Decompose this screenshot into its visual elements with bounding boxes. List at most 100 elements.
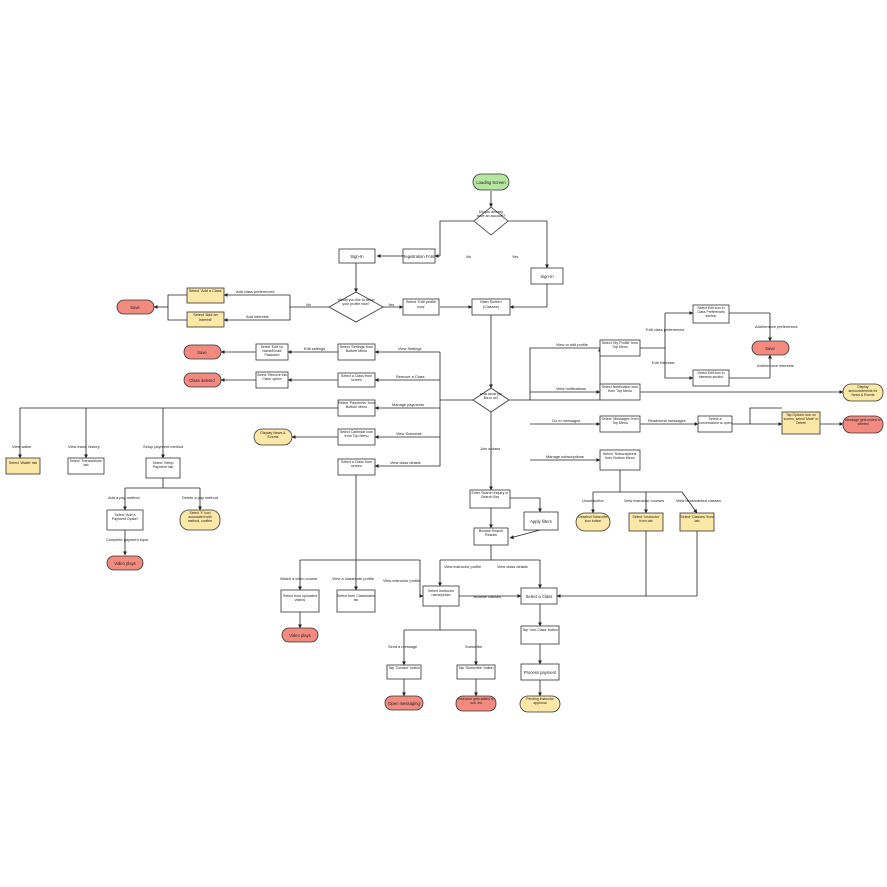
node-messages: Select 'Messages' from Top Menu: [599, 415, 641, 433]
svg-text:Save: Save: [765, 346, 775, 351]
edge-label-no2: No: [306, 302, 311, 307]
node-edit-name: Select 'Edit' for Name/Email/ Password: [255, 343, 289, 361]
svg-text:Registration Form: Registration Form: [402, 254, 436, 259]
node-wallet: Select 'Wallet' tab: [5, 457, 41, 475]
node-contact-button: Tap 'Contact' button: [386, 664, 422, 680]
edge-label-view-edit-profile: View or edit profile: [556, 342, 588, 347]
edge-label-unsubscribe: Unsubscribe: [582, 498, 604, 503]
node-select-x: Select 'X' icon associated with method, …: [179, 509, 221, 531]
node-select-uploaded: Select from uploaded videos: [280, 589, 320, 613]
decision-have-account: Do you already have an account?: [473, 206, 509, 236]
decision-setup-profile: Would you like to setup your profile now…: [328, 291, 384, 323]
svg-text:Video plays: Video plays: [114, 561, 136, 566]
node-display-announcements: Display announcements for News & Events: [842, 383, 884, 402]
svg-text:Loading Screen: Loading Screen: [476, 180, 506, 185]
svg-text:Sign-In: Sign-In: [540, 274, 554, 279]
node-subscriptions: Select 'Subscriptions' from Bottom Menu: [599, 449, 641, 471]
svg-text:Process payment: Process payment: [524, 670, 557, 675]
node-registration-form: Registration Form: [402, 248, 436, 264]
decision-what-to-do: What would you like to do?: [472, 387, 510, 413]
node-select-conversation: Select a conversation to open: [697, 415, 733, 433]
edge-label-add-interests: Add interests: [246, 314, 269, 319]
connector-lines: [18, 191, 844, 697]
node-save-1: Save: [116, 299, 155, 315]
node-top-options: Tap Options icon on screen, select 'Mute…: [781, 411, 821, 435]
edge-label-yes2: Yes: [388, 302, 394, 307]
svg-text:Save: Save: [197, 350, 207, 355]
edge-label-delete-pay-method: Delete a pay method: [182, 495, 218, 500]
svg-text:Class deleted: Class deleted: [189, 378, 215, 383]
node-add-class: Select 'Add a Class': [186, 287, 225, 304]
edge-label-read-send: Read/send messages: [648, 418, 686, 423]
node-process-payment: Process payment: [520, 663, 560, 681]
node-sign-in-right: Sign-In: [530, 267, 564, 285]
edge-labels: No Yes Yes No Add class preferences Add …: [12, 254, 798, 649]
node-classmates-list: Select from Classmates list: [336, 589, 376, 613]
node-join-button: Tap 'Join Class' button: [520, 625, 560, 645]
flow-nodes: Loading Screen Do you already have an ac…: [5, 173, 884, 713]
edge-label-watch-course: Watch a video course: [280, 576, 317, 581]
svg-text:Open messaging: Open messaging: [388, 701, 420, 706]
svg-text:Select a Class: Select a Class: [526, 594, 553, 599]
svg-text:Sign-In: Sign-In: [350, 254, 364, 259]
node-setup-payment: Select 'Setup Payment' tab: [145, 457, 181, 479]
edge-label-edit-class-prefs: Edit class preferences: [646, 327, 684, 332]
node-loading-screen: Loading Screen: [472, 173, 510, 191]
edge-label-go-to-messages: Go to messages: [552, 418, 580, 423]
node-instructor-added: Instructor gets added to sub. list: [455, 695, 497, 712]
node-add-interest: Select 'Add an Interest': [186, 311, 225, 328]
node-payments: Select 'Payments' from Bottom Menu: [337, 399, 376, 417]
edge-label-view-class-details: View class details: [390, 460, 421, 465]
node-select-remove: Select 'Remove this Class' option: [255, 371, 289, 389]
edge-label-manage-payments: Manage payments: [392, 402, 424, 407]
node-transactions: Select 'Transactions' tab: [67, 457, 105, 475]
node-select-edit-profile: Select 'Edit profile now': [402, 298, 440, 316]
edge-label-view-schedule: View Schedule: [396, 431, 422, 436]
node-save-2: Save: [183, 344, 222, 360]
node-edit-icon-class: Select Edit Icon in Class Preferences se…: [692, 304, 730, 324]
node-display-news: Display News & Events: [253, 428, 293, 446]
node-settings: Select 'Settings' from Bottom Menu: [337, 343, 376, 361]
svg-text:Apply filters: Apply filters: [530, 519, 552, 524]
node-instructor-name: Select Instructor name/photo: [422, 585, 460, 607]
edge-label-add-remove-interests: Add/remove interests: [757, 363, 794, 368]
node-enter-search: Enter Search Inquiry or Search Bar: [469, 489, 511, 509]
node-calendar: Select Calendar Icon from Top Menu: [337, 428, 376, 446]
edge-label-edit-settings: Edit settings: [304, 346, 325, 351]
edge-label-join-class: Join a class: [480, 446, 500, 451]
node-add-payment: Select 'Add a Payment Option': [106, 509, 144, 531]
edge-label-subscribe: Subscribe: [465, 644, 482, 649]
edge-label-complete-payment: Complete payment input: [106, 537, 149, 542]
node-save-3: Save: [751, 340, 790, 356]
edge-label-add-remove-prefs: Add/remove preferences: [755, 324, 798, 329]
svg-text:Save: Save: [130, 305, 140, 310]
edge-label-browse-classes: Browse classes: [474, 594, 501, 599]
node-edit-icon-interests: Select Edit Icon in Interests section: [692, 369, 730, 387]
edge-label-send-message: Send a message: [388, 644, 417, 649]
node-sign-in-left: Sign-In: [338, 248, 376, 264]
node-my-profile: Select 'My Profile' from Top Menu: [599, 339, 641, 357]
edge-label-view-notifications: View notifications: [556, 386, 586, 391]
node-open-messaging: Open messaging: [384, 695, 424, 711]
node-select-class-view: Select a Class from screen: [337, 458, 376, 476]
edge-label-view-instructor-profile2: View instructor profile: [383, 578, 420, 583]
edge-label-add-pay-method: Add a pay method: [108, 495, 140, 500]
node-select-class-remove: Select a Class from screen: [337, 372, 376, 388]
node-main-screen: Main Screen (Classes): [471, 298, 511, 316]
node-instructor-tab: Select 'Instructor' from tab: [628, 512, 664, 532]
edge-label-setup-payment-method: Setup payment method: [143, 444, 183, 449]
svg-text:Video plays: Video plays: [289, 633, 311, 638]
edge-label-add-class-prefs: Add class preferences: [236, 289, 275, 294]
edge-label-yes: Yes: [512, 254, 518, 259]
edge-label-edit-interests: Edit interests: [652, 360, 675, 365]
edge-label-view-classmate: View a classmate profile: [332, 576, 374, 581]
node-classes-tab: Select 'Classes' from tab: [679, 512, 715, 532]
edge-label-no: No: [466, 254, 471, 259]
edge-label-view-class-details2: View class details: [497, 564, 528, 569]
node-video-plays-2: Video plays: [281, 627, 319, 643]
node-apply-filters: Apply filters: [523, 511, 559, 531]
edge-label-view-settings: View Settings: [398, 346, 422, 351]
node-notification: Select Notification Icon from Top Menu: [599, 383, 641, 401]
edge-label-view-wallet: View wallet: [12, 444, 32, 449]
